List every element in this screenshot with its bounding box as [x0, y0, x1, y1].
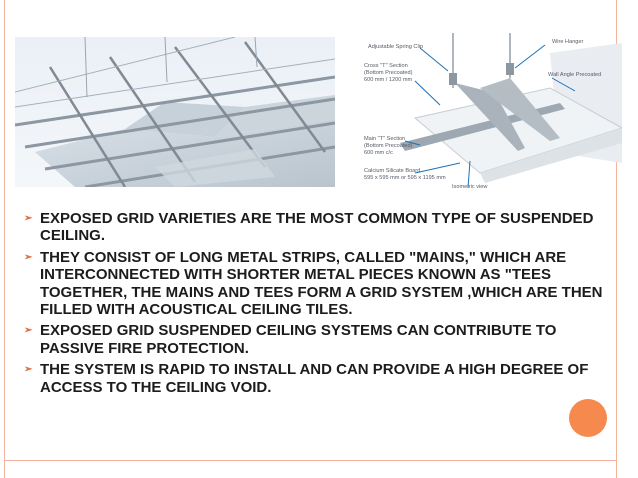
label-main-tee: Main "T" Section (Bottom Precoated) 600 … — [364, 136, 413, 156]
bullet-text: EXPOSED GRID SUSPENDED CEILING SYSTEMS C… — [40, 322, 557, 357]
arrow-bullet-icon: ➢ — [24, 251, 33, 263]
bullet-item: ➢ THEY CONSIST OF LONG METAL STRIPS, CALL… — [24, 249, 624, 319]
frame-line-bottom — [4, 460, 617, 461]
label-wall-angle: Wall Angle Precoated — [548, 72, 602, 78]
isometric-diagram-drawing — [400, 33, 622, 189]
frame-line-left — [4, 0, 5, 478]
arrow-bullet-icon: ➢ — [24, 213, 33, 224]
decorative-circle — [569, 399, 607, 437]
bullet-item: ➢ THE SYSTEM IS RAPID TO INSTALL AND CAN … — [24, 361, 624, 396]
label-adjustable-spring-clip: Adjustable Spring Clip — [368, 44, 424, 50]
label-calcium-silicate-board: Calcium Silicate Board 595 x 595 mm or 5… — [364, 168, 446, 181]
bullet-item: ➢ EXPOSED GRID SUSPENDED CEILING SYSTEMS … — [24, 322, 624, 357]
isometric-diagram: Adjustable Spring Clip Wire Hanger Cross… — [360, 33, 622, 193]
bullet-text: EXPOSED GRID VARIETIES ARE THE MOST COMM… — [40, 210, 594, 245]
label-wire-hanger: Wire Hanger — [552, 39, 584, 45]
bullet-text: THE SYSTEM IS RAPID TO INSTALL AND CAN P… — [40, 361, 589, 396]
ceiling-grid-image — [15, 37, 335, 187]
arrow-bullet-icon: ➢ — [24, 364, 33, 376]
bullet-item: ➢ EXPOSED GRID VARIETIES ARE THE MOST COM… — [24, 210, 624, 245]
label-isometric-view: Isometric view — [452, 184, 488, 190]
frame-line-right — [616, 0, 617, 478]
arrow-bullet-icon: ➢ — [24, 325, 33, 337]
bullet-text: THEY CONSIST OF LONG METAL STRIPS, CALLE… — [40, 248, 603, 319]
bullet-list: ➢ EXPOSED GRID VARIETIES ARE THE MOST COM… — [24, 210, 624, 400]
label-cross-tee: Cross "T" Section (Bottom Precoated) 600… — [364, 63, 413, 83]
